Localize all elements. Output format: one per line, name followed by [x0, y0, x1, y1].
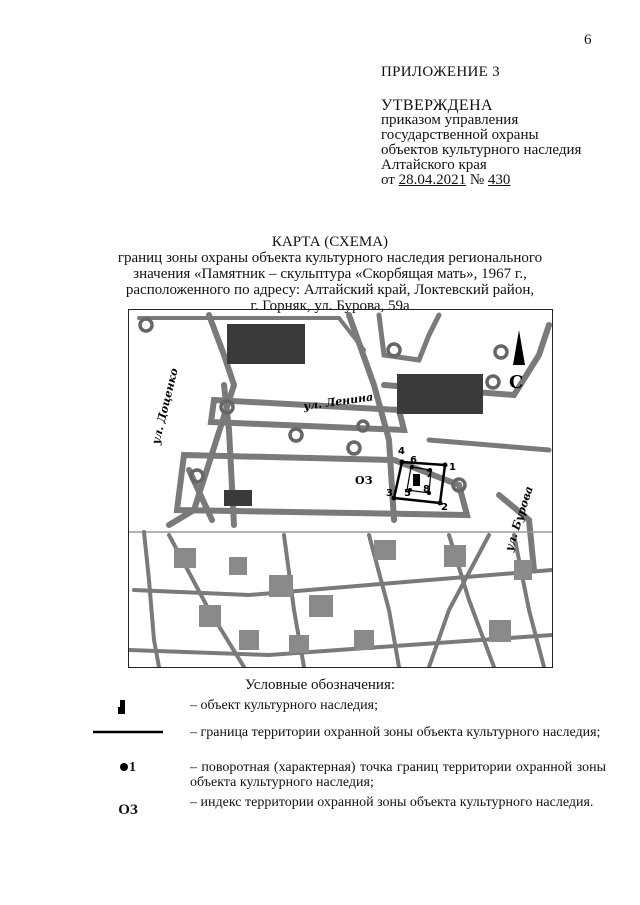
map-building [239, 630, 259, 650]
title-heading: КАРТА (СХЕМА) [271, 234, 389, 250]
legend-text: – граница территории охранной зоны объек… [190, 725, 601, 740]
approval-line: объектов культурного наследия [381, 142, 582, 158]
approval-line: Алтайского края [381, 157, 487, 173]
zone-index-symbol: ОЗ [118, 802, 138, 818]
point-label: 6 [410, 455, 417, 466]
map-building [444, 545, 466, 567]
zone-boundary-symbol [93, 725, 163, 744]
date-prefix: от [381, 172, 399, 188]
title-line: расположенного по адресу: Алтайский край… [125, 282, 535, 298]
turning-point-symbol: 1 [98, 760, 158, 776]
approval-block: УТВЕРЖДЕНА приказом управления государст… [381, 98, 581, 188]
north-arrow [513, 330, 525, 365]
turning-point-symbol-label: 1 [129, 760, 136, 775]
legend-text: – объект культурного наследия; [190, 698, 378, 713]
map-building [269, 575, 293, 597]
map-trees [138, 317, 509, 493]
street-network [129, 312, 552, 667]
point-label: 1 [449, 462, 456, 473]
title-line: границ зоны охраны объекта культурного н… [117, 250, 543, 266]
map-building [309, 595, 333, 617]
number-prefix: № [466, 172, 488, 188]
map-building [289, 635, 309, 653]
protection-zone [391, 459, 448, 506]
map-building [374, 540, 396, 560]
map-canvas: ул. Доценко ул. Ленина ул. Бурова С ОЗ 1… [129, 312, 552, 667]
zone-index-label: ОЗ [355, 474, 373, 487]
map-building [397, 374, 483, 414]
map-building [224, 490, 252, 506]
point-label: 3 [386, 488, 393, 499]
map-building [514, 560, 532, 580]
map-building [199, 605, 221, 627]
map-building [354, 630, 374, 650]
appendix-label: ПРИЛОЖЕНИЕ 3 [381, 64, 500, 80]
turning-points: 1 2 3 4 5 6 7 8 [386, 446, 456, 513]
approval-heading: УТВЕРЖДЕНА [381, 97, 494, 114]
heritage-object-symbol [98, 698, 158, 721]
map-building [174, 548, 196, 568]
approval-line: приказом управления [381, 112, 519, 128]
heritage-object [413, 474, 420, 486]
point-label: 5 [404, 488, 411, 499]
map-buildings-light [174, 540, 532, 653]
point-label: 8 [423, 484, 430, 495]
map-building [227, 324, 305, 364]
street-label-dotsenko: ул. Доценко [149, 367, 181, 447]
point-label: 7 [426, 469, 433, 480]
document-title: КАРТА (СХЕМА) границ зоны охраны объекта… [110, 234, 550, 314]
map-buildings [224, 324, 483, 506]
title-line: значения «Памятник – скульптура «Скорбящ… [133, 266, 527, 282]
approval-number: 430 [487, 172, 511, 188]
map-scheme: ул. Доценко ул. Ленина ул. Бурова С ОЗ 1… [128, 309, 553, 668]
title-line: г. Горняк, ул. Бурова, 59а [250, 298, 410, 314]
legend-title: Условные обозначения: [244, 677, 396, 693]
approval-line: государственной охраны [381, 127, 539, 143]
approval-date: 28.04.2021 [398, 172, 467, 188]
legend-text: – индекс территории охранной зоны объект… [190, 795, 594, 810]
point-label: 4 [398, 446, 405, 457]
north-label: С [509, 372, 523, 393]
map-building [229, 557, 247, 575]
heritage-object-icon [118, 700, 125, 714]
turning-point-icon [120, 763, 128, 771]
legend-text: – поворотная (характерная) точка границ … [190, 760, 606, 790]
page-number: 6 [584, 32, 592, 48]
approval-date-line: от 28.04.2021 № 430 [381, 173, 581, 188]
map-building [489, 620, 511, 642]
point-label: 2 [441, 502, 448, 513]
zone-boundary-line-icon [93, 730, 163, 734]
